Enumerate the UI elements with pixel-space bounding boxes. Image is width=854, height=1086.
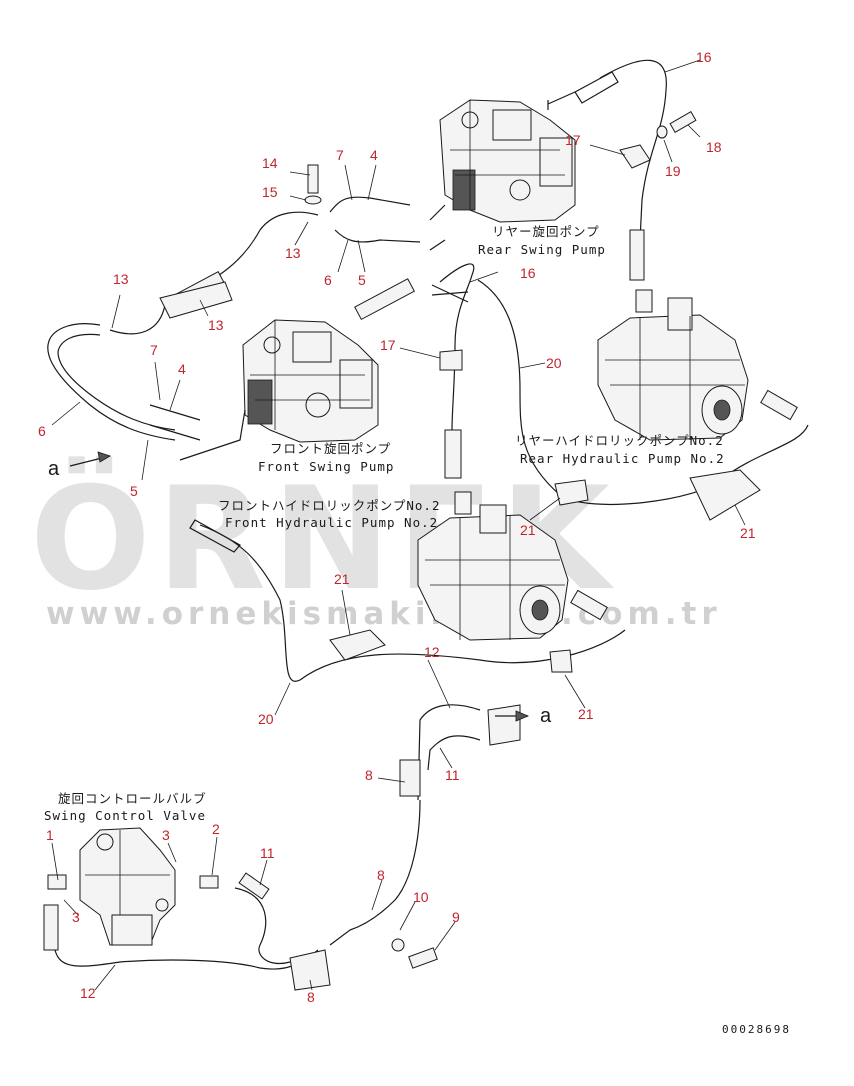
front-swing-pump xyxy=(242,319,379,443)
watermark: ÖRNEK www.ornekismakinalari.com.tr xyxy=(30,455,722,632)
callout-3-top: 3 xyxy=(162,827,170,843)
caption-rear-hydraulic-en: Rear Hydraulic Pump No.2 xyxy=(520,451,725,466)
callout-11-bottom: 11 xyxy=(260,845,275,861)
clamps xyxy=(159,110,761,991)
rear-hydraulic-pump xyxy=(597,289,749,441)
arrow-label-left: a xyxy=(48,458,60,480)
callout-11-mid: 11 xyxy=(445,767,460,783)
leader-lines xyxy=(51,59,746,991)
callout-17-mid: 17 xyxy=(380,337,396,353)
callout-21-bottom: 21 xyxy=(578,706,594,722)
arrow-label-right: a xyxy=(540,705,552,727)
caption-valve-jp: 旋回コントロールバルブ xyxy=(58,791,207,806)
callout-21-mid: 21 xyxy=(520,522,536,538)
callout-21-right: 21 xyxy=(740,525,756,541)
callout-17-top: 17 xyxy=(565,132,581,148)
callout-20-bottom: 20 xyxy=(258,711,274,727)
component-captions: リヤー旋回ポンプ Rear Swing Pump フロント旋回ポンプ Front… xyxy=(44,224,725,823)
callout-18: 18 xyxy=(706,139,722,155)
hose-lines xyxy=(43,59,809,970)
callout-1: 1 xyxy=(46,827,54,843)
callout-7-top: 7 xyxy=(336,147,344,163)
caption-front-hydraulic-en: Front Hydraulic Pump No.2 xyxy=(225,515,438,530)
callout-16-top: 16 xyxy=(696,49,712,65)
callout-20-top: 20 xyxy=(546,355,562,371)
callout-9: 9 xyxy=(452,909,460,925)
callout-4-top: 4 xyxy=(370,147,378,163)
caption-rear-swing-jp: リヤー旋回ポンプ xyxy=(492,224,600,239)
callout-13-clamp: 13 xyxy=(208,317,224,333)
callout-13-top: 13 xyxy=(285,245,301,261)
flow-arrows: a a xyxy=(48,451,552,727)
drawing-number: 00028698 xyxy=(722,1023,791,1036)
callout-12-mid: 12 xyxy=(424,644,440,660)
callout-10: 10 xyxy=(413,889,429,905)
callout-15: 15 xyxy=(262,184,278,200)
swing-control-valve xyxy=(79,827,176,946)
callout-8-mid: 8 xyxy=(365,767,373,783)
callout-14: 14 xyxy=(262,155,278,171)
callout-8-lower: 8 xyxy=(377,867,385,883)
callout-16-mid: 16 xyxy=(520,265,536,281)
caption-rear-swing-en: Rear Swing Pump xyxy=(478,242,606,257)
callout-5-lower: 5 xyxy=(130,483,138,499)
watermark-url: www.ornekismakinalari.com.tr xyxy=(46,596,722,632)
callout-3-left: 3 xyxy=(72,909,80,925)
caption-front-hydraulic-jp: フロントハイドロリックポンプNo.2 xyxy=(218,498,440,513)
caption-rear-hydraulic-jp: リヤーハイドロリックポンプNo.2 xyxy=(515,433,724,448)
callout-7-lower: 7 xyxy=(150,342,158,358)
callout-5-top: 5 xyxy=(358,272,366,288)
callout-6-lower: 6 xyxy=(38,423,46,439)
callout-numbers: 16 17 18 19 14 7 4 15 13 6 5 16 13 13 17… xyxy=(38,49,756,1005)
callout-2: 2 xyxy=(212,821,220,837)
callout-8-bottom: 8 xyxy=(307,989,315,1005)
front-hydraulic-pump xyxy=(417,491,569,641)
callout-4-lower: 4 xyxy=(178,361,186,377)
callout-21-left: 21 xyxy=(334,571,350,587)
callout-13-left: 13 xyxy=(113,271,129,287)
callout-12-bottom: 12 xyxy=(80,985,96,1001)
callout-6-top: 6 xyxy=(324,272,332,288)
caption-front-swing-jp: フロント旋回ポンプ xyxy=(270,441,391,456)
caption-front-swing-en: Front Swing Pump xyxy=(258,459,394,474)
caption-valve-en: Swing Control Valve xyxy=(44,808,206,823)
rear-swing-pump xyxy=(439,99,576,223)
callout-19: 19 xyxy=(665,163,681,179)
